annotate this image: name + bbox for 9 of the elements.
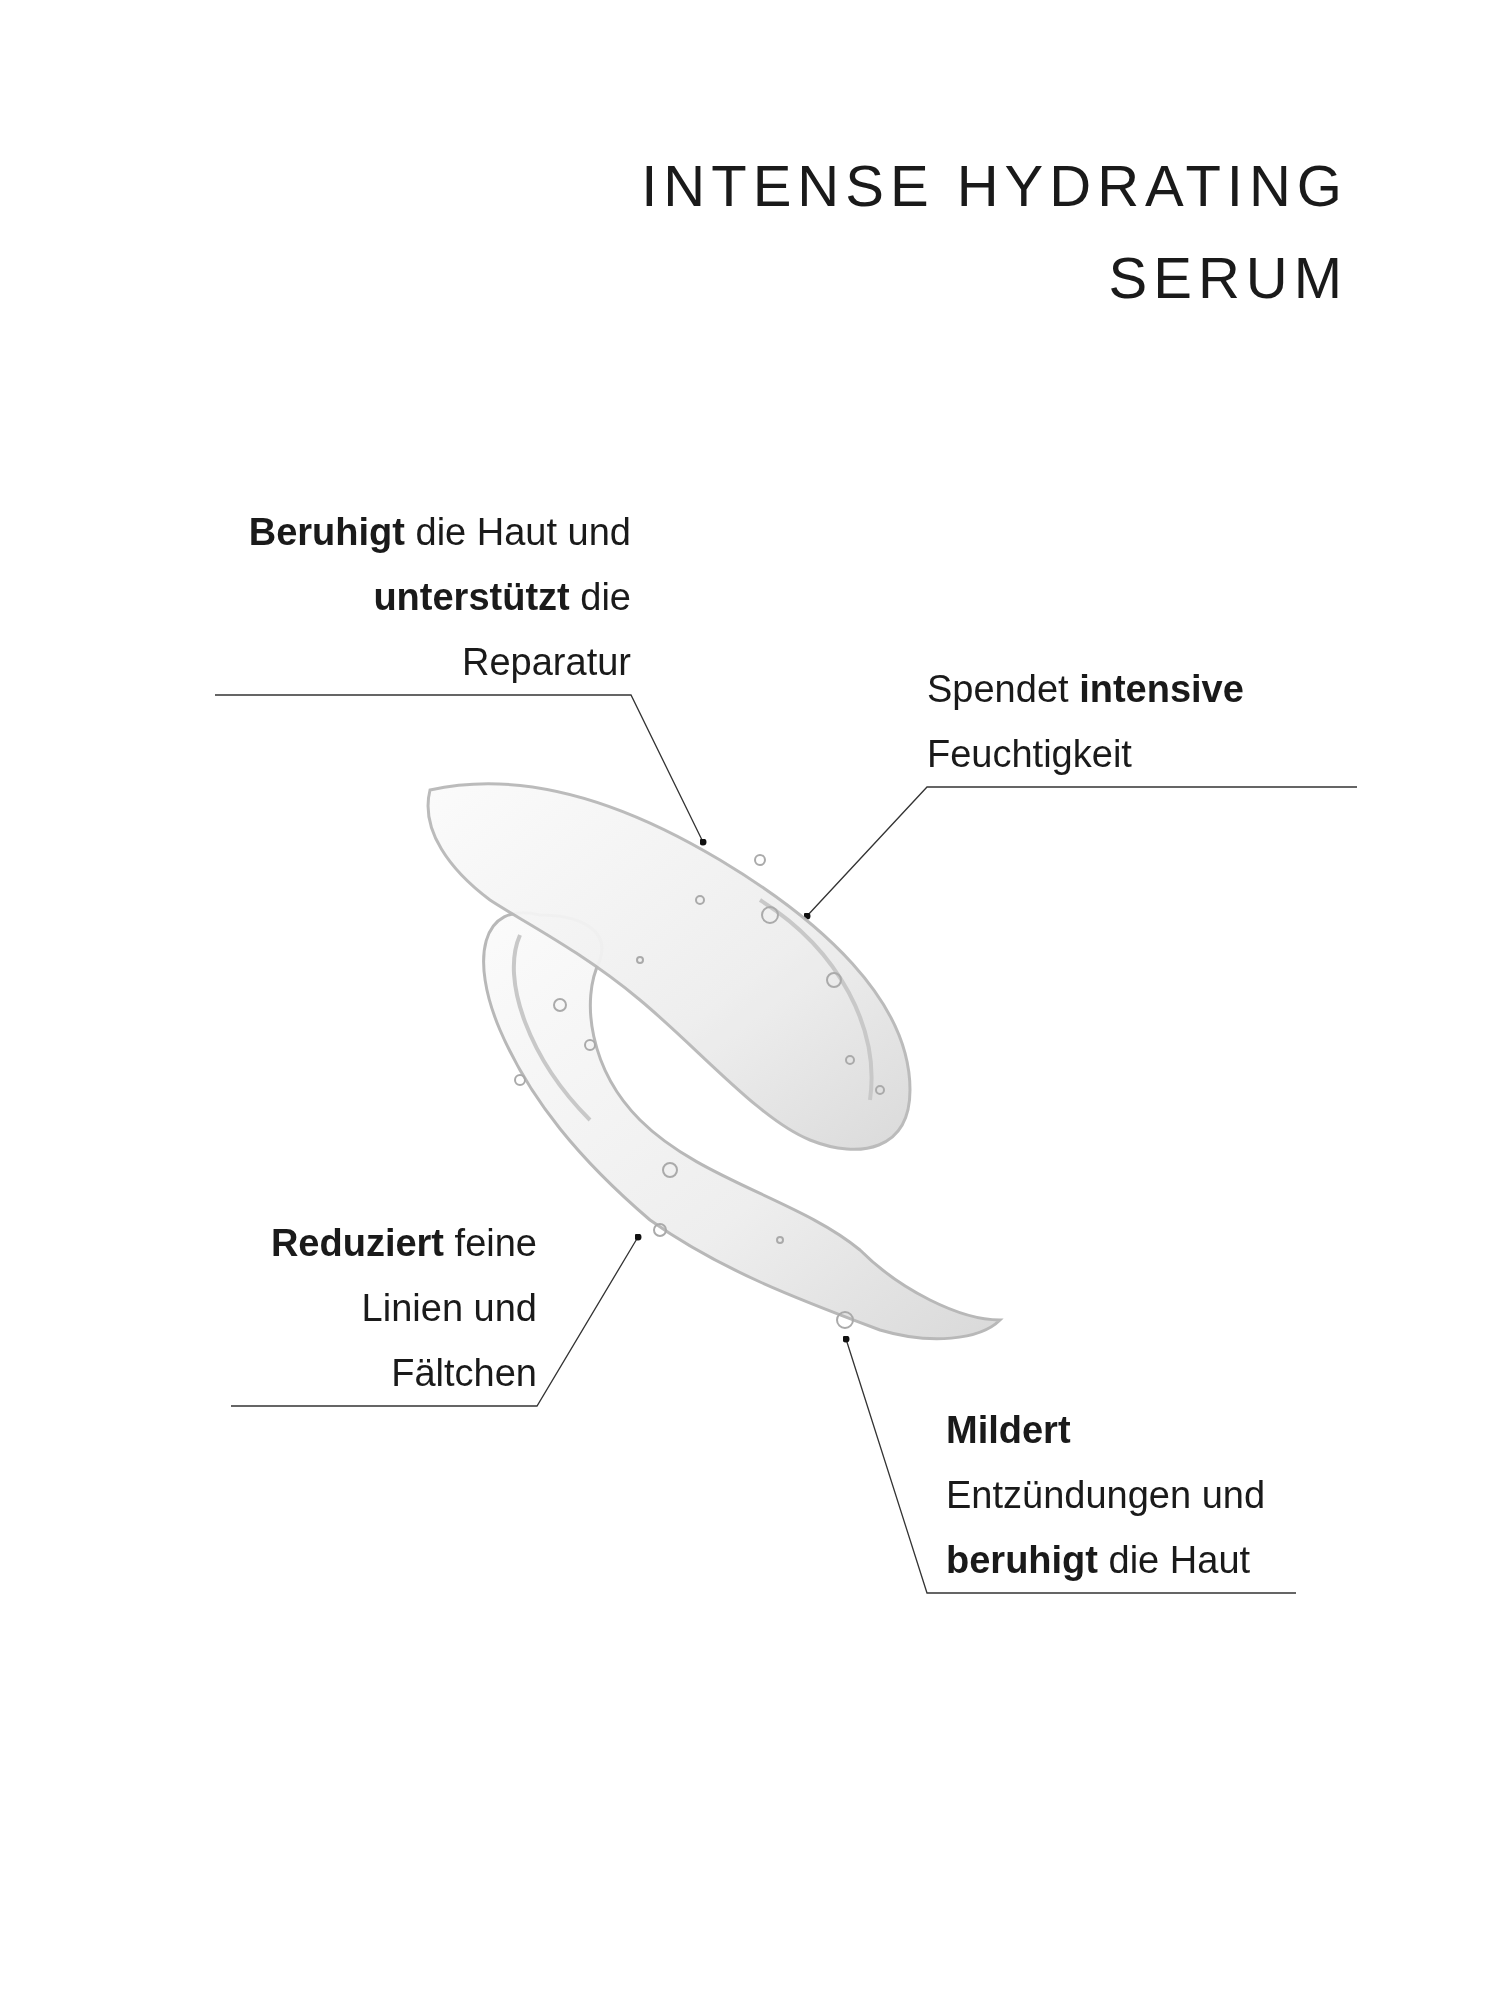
leader-line: [842, 1335, 1297, 1594]
callout-text: Spendet intensive Feuchtigkeit: [927, 657, 1347, 787]
leader-line: [214, 694, 707, 846]
leader-line: [230, 1233, 642, 1407]
title: INTENSE HYDRATING SERUM: [640, 152, 1348, 312]
callout-text: Reduziert feine Linien und Fältchen: [247, 1211, 537, 1406]
leader-line: [803, 786, 1358, 920]
callout-text: Mildert Entzündungen und beruhigt die Haut: [946, 1398, 1286, 1593]
callout-text: Beruhigt die Haut und unterstützt die Reparatur: [231, 500, 631, 695]
